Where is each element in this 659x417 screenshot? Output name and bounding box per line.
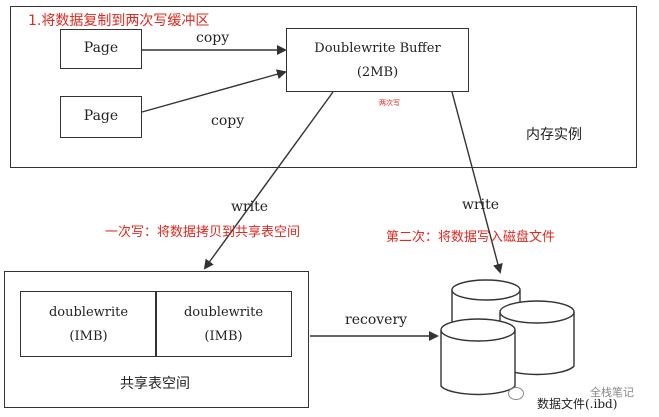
doublewrite-cell-2	[155, 291, 292, 357]
copy-label-2: copy	[211, 113, 245, 129]
memory-instance-label: 内存实例	[526, 127, 582, 143]
data-file-cylinder-front	[440, 318, 516, 396]
page-label-1: Page	[83, 40, 119, 56]
write-arrow-left	[203, 91, 334, 270]
annotation-step-3: 第二次：将数据写入磁盘文件	[386, 230, 556, 245]
doublewrite-buffer-box	[286, 28, 469, 92]
wechat-logo-icon	[508, 387, 524, 400]
shared-tablespace-box	[4, 271, 309, 408]
page-box-2	[60, 96, 142, 138]
copy-arrow-2	[141, 69, 287, 113]
page-box-1	[60, 29, 142, 69]
doublewrite-cell-2-title: doublewrite	[183, 305, 264, 320]
annotation-step-1: 1.将数据复制到两次写缓冲区	[28, 13, 210, 29]
doublewrite-buffer-note: 两次写	[379, 99, 400, 107]
recovery-label: recovery	[345, 312, 408, 328]
write-arrow-right	[451, 91, 503, 274]
data-files-label: 数据文件(.ibd)	[537, 397, 618, 411]
data-file-cylinder-right	[499, 300, 575, 376]
doublewrite-buffer-title: Doublewrite Buffer	[314, 41, 441, 56]
annotation-step-2: 一次写：将数据拷贝到共享表空间	[105, 225, 301, 240]
doublewrite-cell-1-size: (IMB)	[69, 329, 108, 344]
doublewrite-cell-2-size: (IMB)	[204, 329, 243, 344]
watermark-text: 全栈笔记	[590, 386, 634, 399]
copy-label-1: copy	[196, 30, 230, 46]
doublewrite-cell-1	[20, 291, 157, 357]
write-label-left: write	[231, 199, 269, 215]
memory-instance-box	[10, 6, 637, 168]
page-label-2: Page	[83, 108, 119, 124]
shared-tablespace-label: 共享表空间	[120, 376, 190, 392]
write-label-right: write	[462, 197, 500, 213]
doublewrite-buffer-size: (2MB)	[356, 65, 399, 80]
doublewrite-cell-1-title: doublewrite	[48, 305, 129, 320]
